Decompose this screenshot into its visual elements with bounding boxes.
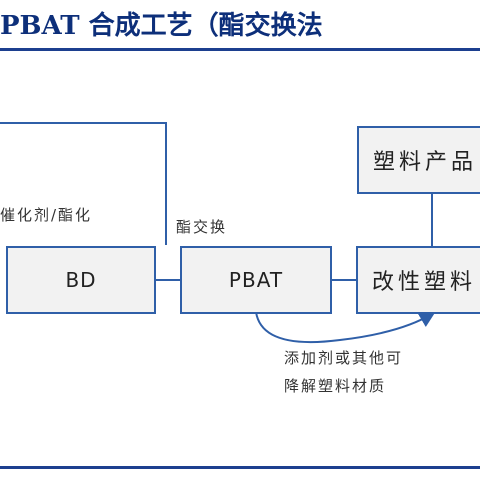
label-additives-line1: 添加剂或其他可 [284,349,404,367]
label-catalyst-esterification: 催化剂/酯化 [0,206,93,224]
feed-line [0,122,167,245]
title-divider [0,48,480,51]
node-pbat: PBAT [180,246,332,314]
label-additives-line2: 降解塑料材质 [284,377,387,395]
node-modified-plastic: 改性塑料 [356,246,480,314]
node-plastic-product: 塑料产品 [357,126,480,194]
node-bd: BD [6,246,156,314]
bottom-divider [0,466,480,469]
page-title: PBAT 合成工艺（酯交换法 [0,11,323,41]
additive-arrow [255,311,436,344]
label-transesterification: 酯交换 [176,218,228,236]
